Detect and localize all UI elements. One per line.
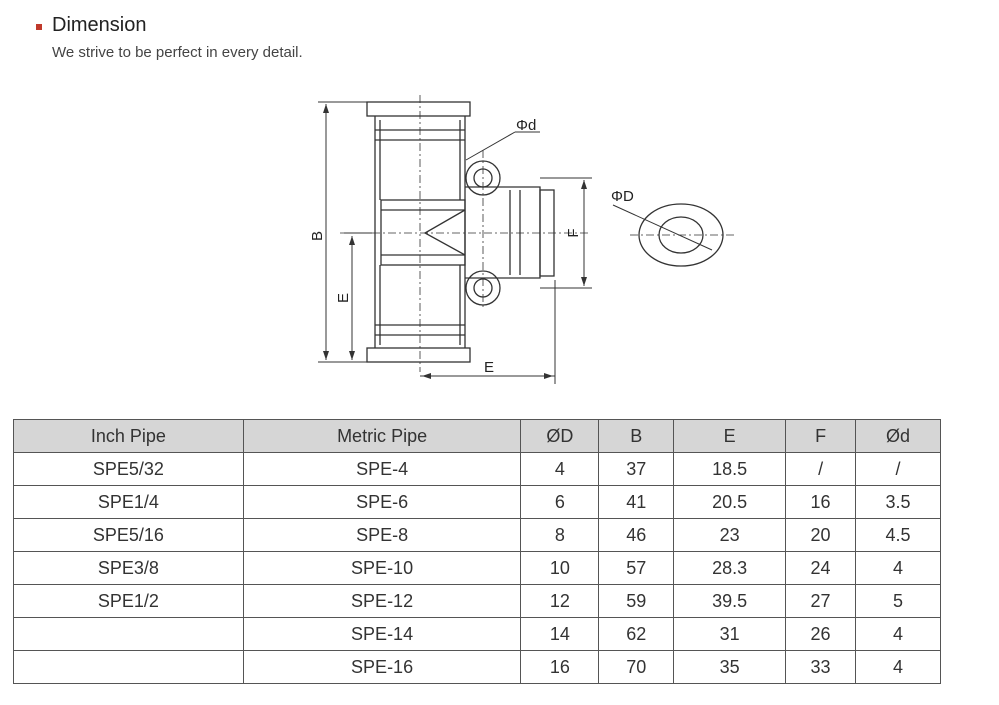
header-outer-diameter: ØD xyxy=(520,419,600,453)
center-body xyxy=(380,199,466,266)
cell-F: / xyxy=(785,452,857,486)
cell-outer-diameter: 6 xyxy=(520,485,600,519)
cell-outer-diameter: 4 xyxy=(520,452,600,486)
label-phi-d: Φd xyxy=(516,117,536,134)
cell-inch-pipe xyxy=(13,617,244,651)
technical-drawing: B E F E Φd ΦD xyxy=(309,95,735,384)
header-B: B xyxy=(598,419,675,453)
cell-F: 26 xyxy=(785,617,857,651)
bullet-icon xyxy=(36,24,42,30)
header-inner-diameter: Ød xyxy=(855,419,941,453)
cell-B: 37 xyxy=(598,452,675,486)
cell-inch-pipe: SPE5/32 xyxy=(13,452,244,486)
cell-inner-diameter: 3.5 xyxy=(855,485,941,519)
cell-F: 16 xyxy=(785,485,857,519)
cell-E: 18.5 xyxy=(673,452,787,486)
label-F: F xyxy=(565,228,582,237)
cell-inner-diameter: 4 xyxy=(855,551,941,585)
cell-metric-pipe: SPE-4 xyxy=(242,452,522,486)
cell-metric-pipe: SPE-8 xyxy=(242,518,522,552)
table-row: SPE-16 16 70 35 33 4 xyxy=(13,650,941,684)
table-row: SPE1/4 SPE-6 6 41 20.5 16 3.5 xyxy=(13,485,941,519)
header-inch-pipe: Inch Pipe xyxy=(13,419,244,453)
cell-B: 70 xyxy=(598,650,675,684)
cell-outer-diameter: 16 xyxy=(520,650,600,684)
cell-inner-diameter: 4.5 xyxy=(855,518,941,552)
header-F: F xyxy=(785,419,857,453)
cell-outer-diameter: 8 xyxy=(520,518,600,552)
section-title: Dimension xyxy=(52,14,147,36)
cell-E: 31 xyxy=(673,617,787,651)
cell-inner-diameter: / xyxy=(855,452,941,486)
table-row: SPE5/32 SPE-4 4 37 18.5 / / xyxy=(13,452,941,486)
cell-inch-pipe: SPE3/8 xyxy=(13,551,244,585)
dimension-table: Inch Pipe Metric Pipe ØD B E F Ød SPE5/3… xyxy=(13,419,941,684)
cell-inner-diameter: 4 xyxy=(855,617,941,651)
cell-inner-diameter: 5 xyxy=(855,584,941,618)
cell-F: 33 xyxy=(785,650,857,684)
cell-E: 23 xyxy=(673,518,787,552)
cell-B: 41 xyxy=(598,485,675,519)
header-metric-pipe: Metric Pipe xyxy=(242,419,522,453)
cone xyxy=(423,209,466,256)
cell-B: 59 xyxy=(598,584,675,618)
cell-B: 62 xyxy=(598,617,675,651)
label-phi-D: ΦD xyxy=(611,188,634,205)
header-E: E xyxy=(673,419,787,453)
cell-inner-diameter: 4 xyxy=(855,650,941,684)
cell-inch-pipe xyxy=(13,650,244,684)
cell-B: 57 xyxy=(598,551,675,585)
cell-E: 20.5 xyxy=(673,485,787,519)
cell-metric-pipe: SPE-6 xyxy=(242,485,522,519)
cell-inch-pipe: SPE5/16 xyxy=(13,518,244,552)
cell-B: 46 xyxy=(598,518,675,552)
cell-inch-pipe: SPE1/4 xyxy=(13,485,244,519)
cell-E: 28.3 xyxy=(673,551,787,585)
table-row: SPE-14 14 62 31 26 4 xyxy=(13,617,941,651)
table-row: SPE3/8 SPE-10 10 57 28.3 24 4 xyxy=(13,551,941,585)
cell-F: 20 xyxy=(785,518,857,552)
label-E-horizontal: E xyxy=(484,359,494,376)
cell-outer-diameter: 12 xyxy=(520,584,600,618)
cell-E: 39.5 xyxy=(673,584,787,618)
cell-metric-pipe: SPE-16 xyxy=(242,650,522,684)
table-row: SPE5/16 SPE-8 8 46 23 20 4.5 xyxy=(13,518,941,552)
cell-inch-pipe: SPE1/2 xyxy=(13,584,244,618)
cell-E: 35 xyxy=(673,650,787,684)
top-flange xyxy=(366,101,471,117)
table-row: SPE1/2 SPE-12 12 59 39.5 27 5 xyxy=(13,584,941,618)
cell-F: 24 xyxy=(785,551,857,585)
label-B: B xyxy=(309,231,326,241)
cell-F: 27 xyxy=(785,584,857,618)
bottom-flange xyxy=(366,347,471,363)
table-header-row: Inch Pipe Metric Pipe ØD B E F Ød xyxy=(13,419,941,453)
cell-metric-pipe: SPE-12 xyxy=(242,584,522,618)
label-E-vertical: E xyxy=(335,293,352,303)
cell-outer-diameter: 10 xyxy=(520,551,600,585)
section-subtitle: We strive to be perfect in every detail. xyxy=(52,44,303,61)
cell-metric-pipe: SPE-14 xyxy=(242,617,522,651)
cell-metric-pipe: SPE-10 xyxy=(242,551,522,585)
cell-outer-diameter: 14 xyxy=(520,617,600,651)
